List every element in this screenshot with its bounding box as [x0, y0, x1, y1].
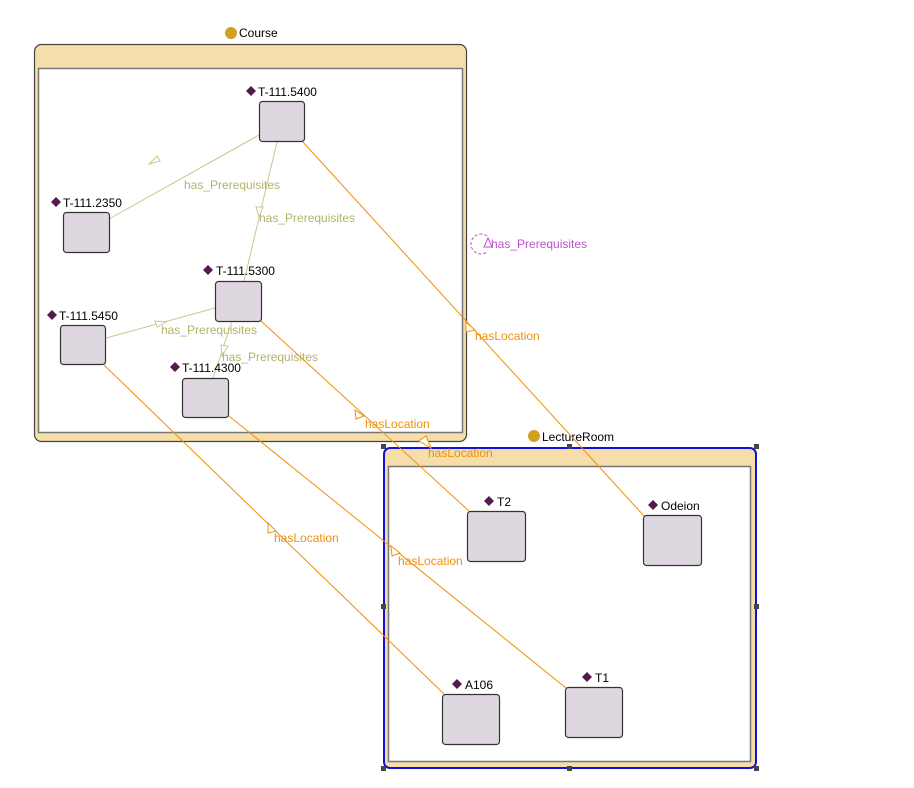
individual-icon [170, 362, 180, 372]
individual-node[interactable]: A106 [441, 678, 501, 746]
individual-label: T-111.5450 [59, 309, 118, 323]
individual-label: T-111.2350 [63, 196, 122, 210]
individual-label: T1 [595, 671, 609, 685]
individual-box[interactable] [258, 100, 306, 143]
individual-box[interactable] [62, 211, 111, 254]
edge-location[interactable]: hasLocation [103, 364, 445, 695]
arrowhead-icon [390, 544, 402, 557]
self-edge[interactable]: has_Prerequisites [470, 233, 587, 255]
individual-node[interactable]: T-111.2350 [51, 196, 122, 254]
class-label-lectureroom: LectureRoom [542, 430, 614, 444]
individual-box[interactable] [214, 280, 263, 323]
arrowhead-icon [255, 206, 264, 219]
individual-icon [203, 265, 213, 275]
individual-node[interactable]: T2 [466, 495, 527, 563]
resize-handle[interactable] [567, 444, 572, 449]
arrowhead-icon [483, 236, 493, 248]
arrowhead-icon [154, 320, 168, 328]
individual-box[interactable] [441, 693, 501, 746]
individual-node[interactable]: T-111.5450 [47, 309, 118, 366]
class-icon [225, 27, 237, 39]
class-node-course[interactable]: Course [33, 26, 468, 443]
individual-label: A106 [465, 678, 493, 692]
individuals-layer: T-111.5400 T-111.2350 T-111.5300 T-111.5… [47, 85, 703, 746]
individual-icon [484, 496, 494, 506]
edge-label: has_Prerequisites [161, 323, 257, 337]
arrowhead-icon [147, 155, 161, 165]
edge-label: has_Prerequisites [491, 237, 587, 251]
edge-location[interactable]: hasLocation [228, 415, 567, 689]
individual-node[interactable]: T1 [564, 671, 624, 739]
individual-icon [582, 672, 592, 682]
individual-icon [648, 500, 658, 510]
edge-label: has_Prerequisites [259, 211, 355, 225]
edge-location[interactable]: hasLocation [260, 320, 470, 512]
individual-box[interactable] [642, 514, 703, 567]
arrowhead-icon [220, 344, 229, 358]
edge-label: has_Prerequisites [184, 178, 280, 192]
edge-location[interactable]: hasLocation [301, 140, 645, 517]
individual-label: Odeion [661, 499, 700, 513]
individual-icon [47, 310, 57, 320]
class-label-course: Course [239, 26, 278, 40]
arrowhead-icon [354, 408, 366, 420]
resize-handle[interactable] [381, 604, 386, 609]
edges-layer: has_Prerequisites has_Prerequisites has_… [103, 134, 645, 695]
resize-handle[interactable] [754, 604, 759, 609]
individual-icon [246, 86, 256, 96]
edge-label: hasLocation [475, 329, 540, 343]
individual-label: T-111.5400 [258, 85, 317, 99]
edge-prereq[interactable]: has_Prerequisites [105, 307, 257, 339]
edge-label: has_Prerequisites [222, 350, 318, 364]
individual-node[interactable]: T-111.5300 [203, 264, 275, 323]
individual-icon [452, 679, 462, 689]
edge-label: hasLocation [365, 417, 430, 431]
individual-label: T2 [497, 495, 511, 509]
individual-box[interactable] [59, 324, 107, 366]
individual-box[interactable] [564, 686, 624, 739]
resize-handle[interactable] [381, 444, 386, 449]
arrowhead-icon [465, 320, 477, 333]
edge-label: hasLocation [398, 554, 463, 568]
individual-node[interactable]: Odeion [642, 499, 703, 567]
edge-label: hasLocation [428, 446, 493, 460]
arrowhead-icon [418, 435, 433, 450]
selection-handles[interactable] [381, 444, 759, 771]
individual-label: T-111.5300 [216, 264, 275, 278]
arrowhead-icon [267, 521, 277, 534]
edge-prereq[interactable]: has_Prerequisites [212, 320, 318, 379]
individual-icon [51, 197, 61, 207]
resize-handle[interactable] [567, 766, 572, 771]
individual-label: T-111.4300 [182, 361, 241, 375]
individual-box[interactable] [466, 510, 527, 563]
edge-prereq[interactable]: has_Prerequisites [243, 141, 355, 282]
edge-location-class[interactable]: hasLocation [418, 435, 493, 460]
edge-label: hasLocation [274, 531, 339, 545]
resize-handle[interactable] [754, 766, 759, 771]
individual-node[interactable]: T-111.4300 [170, 361, 241, 419]
edge-prereq[interactable]: has_Prerequisites [108, 134, 280, 220]
resize-handle[interactable] [381, 766, 386, 771]
individual-box[interactable] [181, 377, 230, 419]
class-icon [528, 430, 540, 442]
resize-handle[interactable] [754, 444, 759, 449]
individual-node[interactable]: T-111.5400 [246, 85, 317, 143]
